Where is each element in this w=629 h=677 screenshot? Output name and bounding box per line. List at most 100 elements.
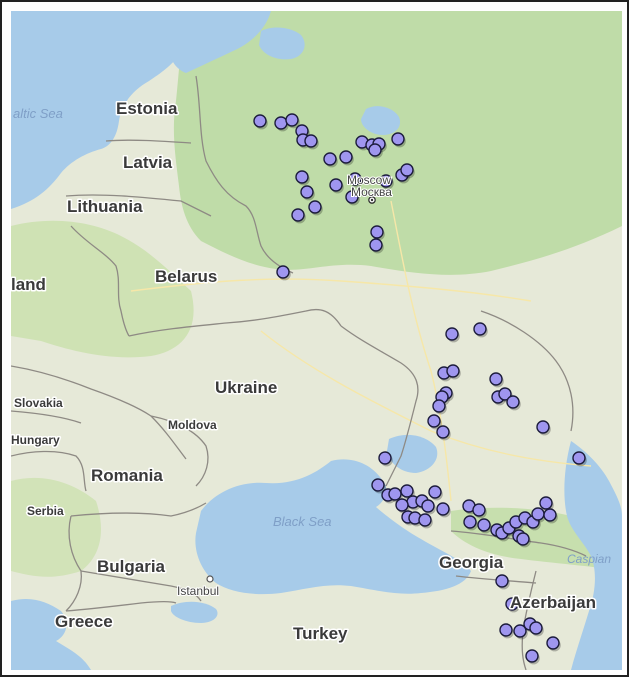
map-marker[interactable]: [291, 208, 305, 222]
label-black-sea: Black Sea: [273, 514, 332, 529]
label-istanbul: Istanbul: [177, 584, 219, 598]
map-marker[interactable]: [529, 621, 543, 635]
map-marker[interactable]: [379, 174, 393, 188]
label-ukraine: Ukraine: [215, 378, 277, 397]
label-caspian: Caspian: [567, 552, 611, 566]
map-marker[interactable]: [276, 265, 290, 279]
label-turkey: Turkey: [293, 624, 348, 643]
map-marker[interactable]: [539, 496, 553, 510]
map-marker[interactable]: [295, 170, 309, 184]
road-2: [260, 330, 592, 467]
border-belarus-ukraine: [128, 308, 342, 337]
gulf-of-finland: [161, 11, 271, 73]
white-lake: [259, 27, 305, 60]
map-marker[interactable]: [391, 132, 405, 146]
label-georgia: Georgia: [439, 553, 504, 572]
map-marker[interactable]: [495, 574, 509, 588]
map-marker[interactable]: [368, 143, 382, 157]
map-marker[interactable]: [446, 364, 460, 378]
map-marker[interactable]: [345, 190, 359, 204]
map-marker[interactable]: [370, 225, 384, 239]
border-hungary-romania: [11, 450, 87, 492]
border-slovakia-hungary: [11, 410, 82, 424]
border-moldova: [150, 415, 209, 487]
map-marker[interactable]: [436, 425, 450, 439]
border-bulgaria-turkey: [80, 570, 202, 602]
black-sea: [195, 459, 471, 595]
map-marker[interactable]: [516, 532, 530, 546]
map-marker[interactable]: [304, 134, 318, 148]
map-marker[interactable]: [463, 515, 477, 529]
map-marker[interactable]: [300, 185, 314, 199]
aegean-sea: [11, 599, 91, 670]
border-ukraine-russia: [340, 325, 419, 487]
map-marker[interactable]: [432, 399, 446, 413]
map-marker[interactable]: [308, 200, 322, 214]
map-marker[interactable]: [506, 395, 520, 409]
map-marker[interactable]: [546, 636, 560, 650]
istanbul-city-dot: [206, 575, 214, 583]
map-marker[interactable]: [531, 507, 545, 521]
map-marker[interactable]: [388, 487, 402, 501]
map-marker[interactable]: [395, 498, 409, 512]
label-moscow-ru: Москва: [351, 185, 392, 199]
map-marker[interactable]: [505, 597, 519, 611]
border-baltics-russia: [195, 75, 294, 274]
map-marker[interactable]: [369, 238, 383, 252]
caspian-sea: [564, 441, 622, 670]
map-canvas[interactable]: altic Sea Black Sea Caspian Estonia Latv…: [11, 11, 622, 670]
map-marker[interactable]: [378, 451, 392, 465]
label-belarus: Belarus: [155, 267, 217, 286]
map-marker[interactable]: [513, 624, 527, 638]
border-georgia-russia: [450, 530, 587, 557]
label-romania: Romania: [91, 466, 163, 485]
rybinsk-reservoir: [361, 106, 401, 135]
map-marker[interactable]: [428, 485, 442, 499]
map-marker[interactable]: [348, 172, 362, 186]
label-greece: Greece: [55, 612, 113, 631]
label-moscow-en: Moscow: [347, 173, 391, 187]
baltic-sea: [11, 11, 196, 209]
label-hungary: Hungary: [11, 433, 60, 447]
label-baltic-sea: altic Sea: [13, 106, 63, 121]
label-bulgaria: Bulgaria: [97, 557, 166, 576]
map-marker[interactable]: [536, 420, 550, 434]
border-romania-south: [70, 502, 207, 517]
map-marker[interactable]: [400, 163, 414, 177]
map-marker[interactable]: [400, 484, 414, 498]
forest-region-balkans: [11, 477, 101, 577]
label-latvia: Latvia: [123, 153, 173, 172]
map-marker[interactable]: [427, 414, 441, 428]
label-estonia: Estonia: [116, 99, 178, 118]
label-slovakia: Slovakia: [14, 396, 63, 410]
map-marker[interactable]: [339, 150, 353, 164]
map-marker[interactable]: [499, 623, 513, 637]
map-marker[interactable]: [253, 114, 267, 128]
sample-location-markers: [253, 113, 587, 665]
map-marker[interactable]: [477, 518, 491, 532]
map-marker[interactable]: [472, 503, 486, 517]
map-marker[interactable]: [436, 502, 450, 516]
map-marker[interactable]: [421, 499, 435, 513]
map-marker[interactable]: [473, 322, 487, 336]
label-moldova: Moldova: [168, 418, 217, 432]
border-belarus-west: [70, 225, 130, 337]
border-russia-kazakhstan: [480, 310, 574, 432]
forest-region-west: [11, 220, 194, 358]
map-marker[interactable]: [543, 508, 557, 522]
border-greece-turkey: [65, 600, 177, 612]
map-marker[interactable]: [572, 451, 586, 465]
map-marker[interactable]: [285, 113, 299, 127]
map-marker[interactable]: [418, 513, 432, 527]
map-marker[interactable]: [498, 387, 512, 401]
map-marker[interactable]: [489, 372, 503, 386]
map-marker[interactable]: [329, 178, 343, 192]
marmara-sea: [171, 601, 218, 623]
map-marker[interactable]: [274, 116, 288, 130]
map-marker[interactable]: [371, 478, 385, 492]
label-lithuania: Lithuania: [67, 197, 143, 216]
map-marker[interactable]: [445, 327, 459, 341]
map-marker[interactable]: [525, 649, 539, 663]
border-ukraine-west: [11, 365, 187, 460]
map-marker[interactable]: [323, 152, 337, 166]
